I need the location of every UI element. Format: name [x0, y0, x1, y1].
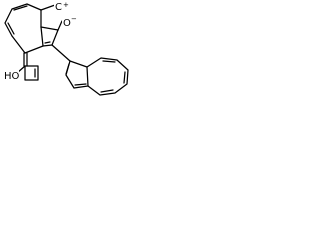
hydroxy-label: HO	[4, 71, 20, 82]
carbon-atom-label: C	[55, 2, 62, 13]
oxide-group: O −	[62, 15, 77, 29]
exocyclic-double-bond	[23, 52, 28, 67]
cyclobutene-ring	[16, 65, 39, 81]
ring-carbon-cation: C +	[54, 0, 69, 13]
chemical-structure-diagram: C + O − HO	[3, 0, 129, 96]
five-membered-ring-right	[65, 60, 89, 89]
positive-charge-sign: +	[63, 1, 69, 9]
oxygen-atom-label: O	[63, 18, 71, 29]
link-bond	[51, 44, 71, 62]
hydroxy-group: HO	[3, 69, 20, 82]
negative-charge-sign: −	[71, 15, 77, 23]
five-membered-ring-left	[40, 4, 63, 47]
seven-membered-ring-right	[86, 57, 129, 96]
seven-membered-ring-left	[4, 3, 44, 54]
molecule-canvas: C + O − HO	[0, 0, 159, 100]
